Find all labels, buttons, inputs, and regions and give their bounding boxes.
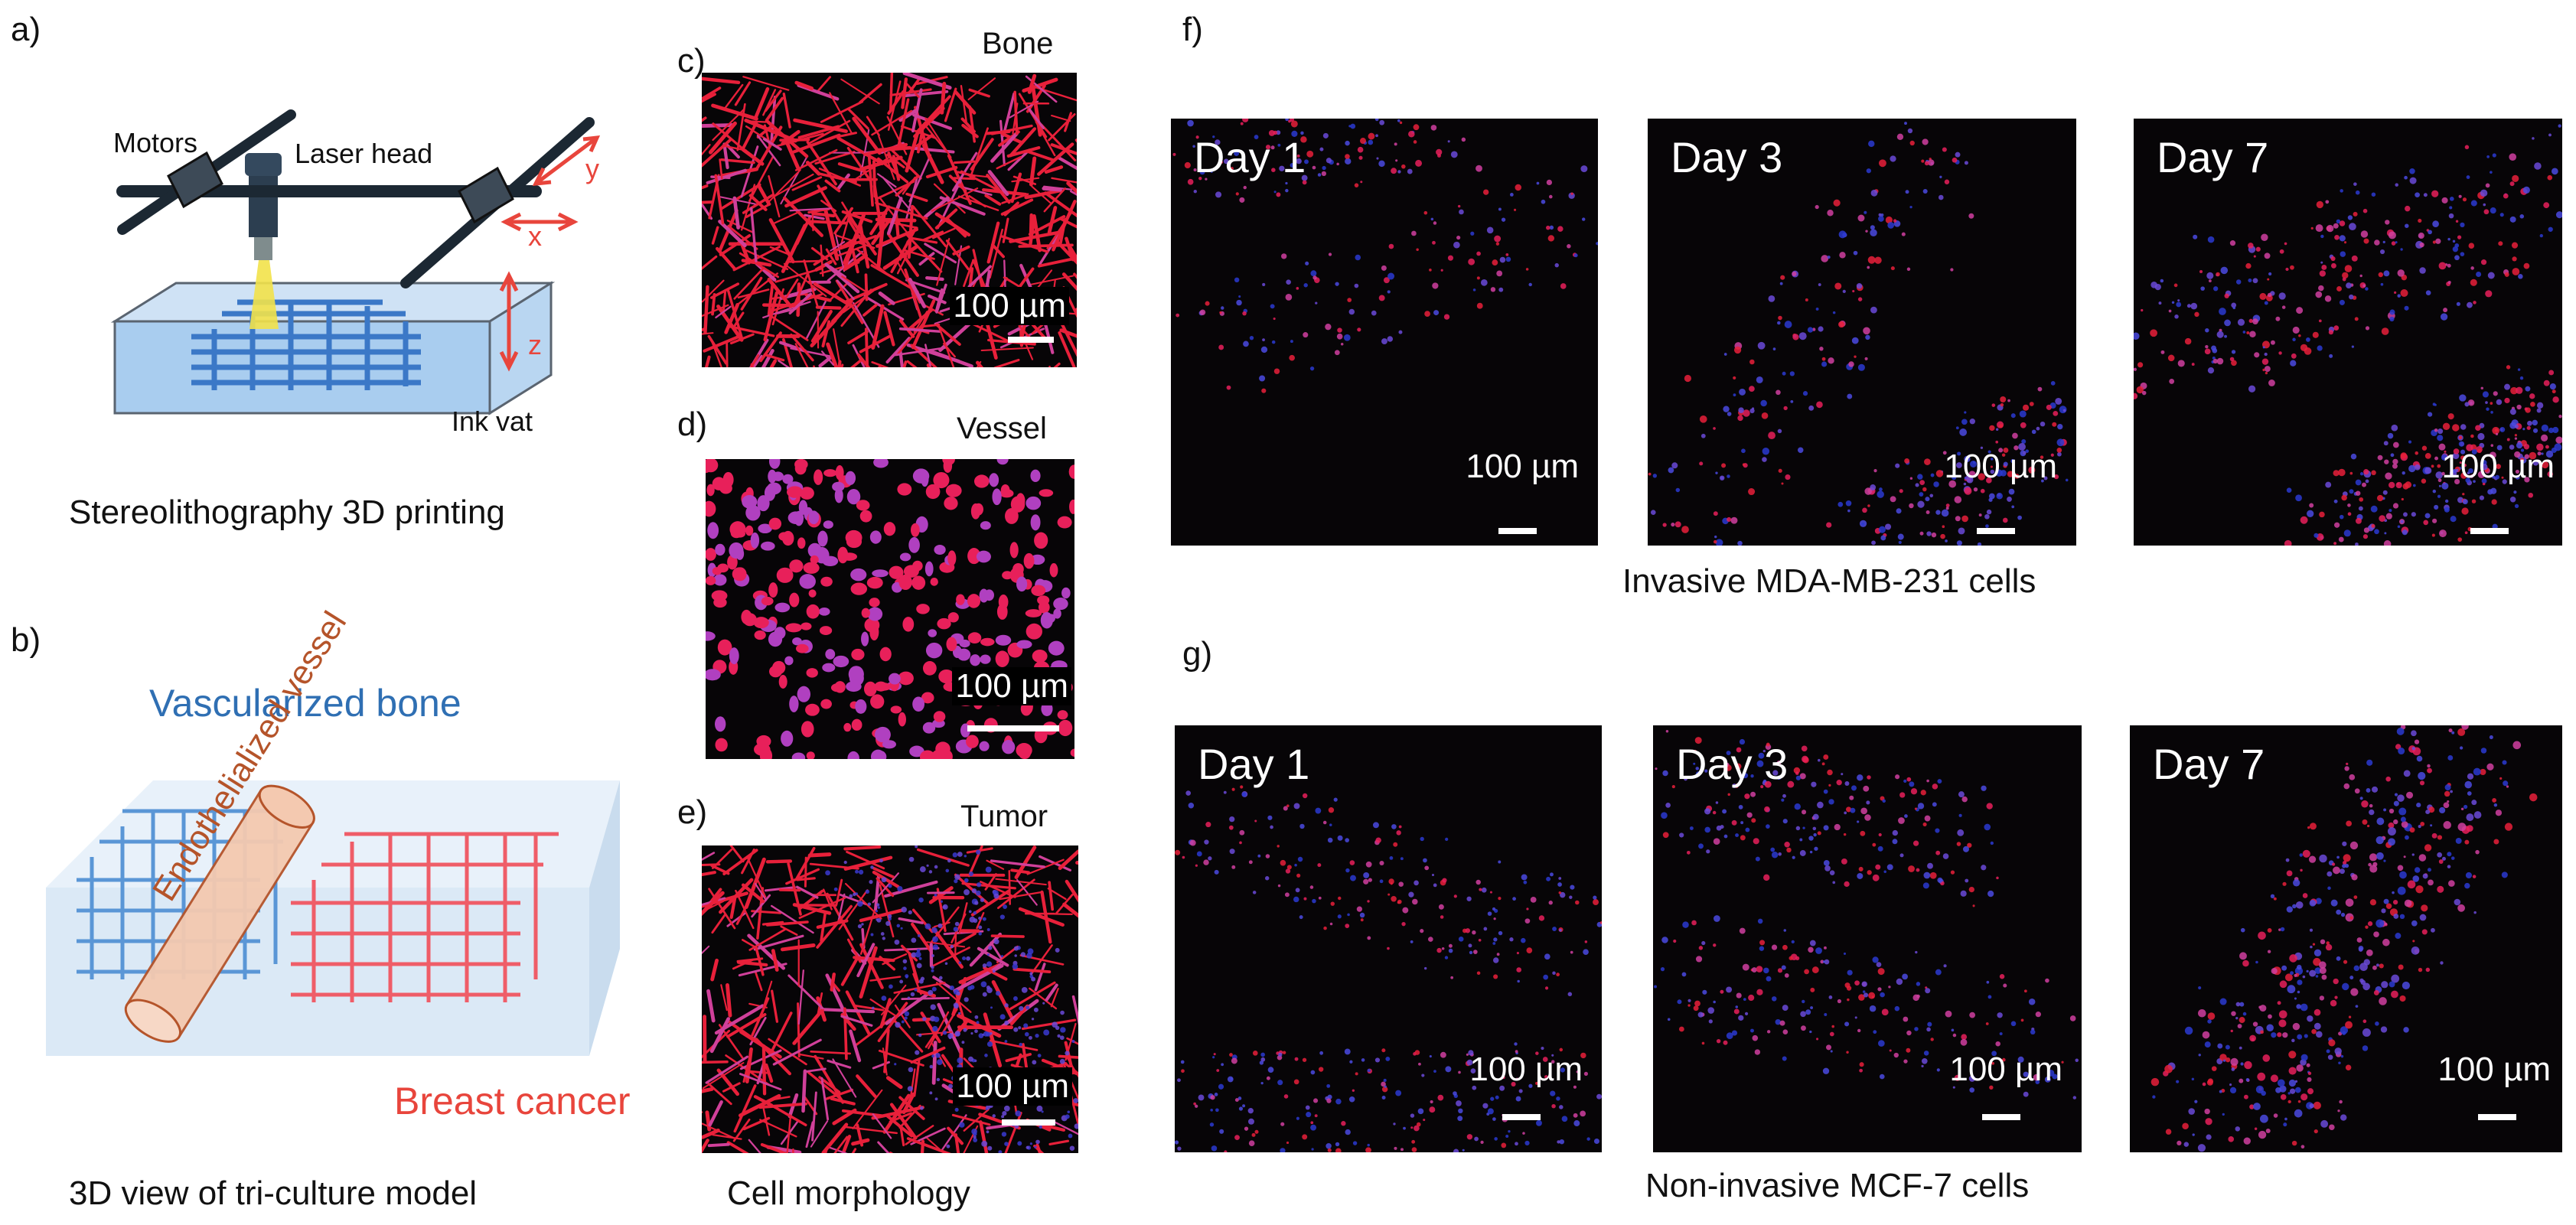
f-day3-scale-label: 100 µm [1944,448,2057,485]
g-day1-label: Day 1 [1198,740,1310,788]
panel-f-caption: Invasive MDA-MB-231 cells [1622,562,2036,600]
tumor-scale-bar [1002,1119,1055,1126]
tumor-micrograph: 100 µm [702,845,1078,1153]
f-day3-scale-bar [1977,528,2015,534]
g-day3-scale-bar [1982,1114,2020,1120]
f-day7-label: Day 7 [2157,133,2269,181]
tumor-scale-label: 100 µm [953,1067,1072,1106]
g-day1-scale-bar [1502,1114,1541,1120]
f-day7-micrograph: Day 7 100 µm [2134,119,2562,546]
tumor-title: Tumor [960,800,1048,833]
g-day1-micrograph: Day 1 100 µm [1175,725,1602,1152]
panel-f-label: f) [1182,11,1203,48]
panel-a-caption: Stereolithography 3D printing [69,494,505,531]
stereolithography-printer-diagram [110,109,601,415]
f-day3-micrograph: Day 3 100 µm [1648,119,2076,546]
panel-g-label: g) [1182,635,1213,673]
f-day1-micrograph: Day 1 100 µm [1171,119,1598,546]
bone-title: Bone [982,27,1054,60]
axis-y-label: y [585,153,599,184]
g-day1-scale-label: 100 µm [1469,1051,1583,1088]
f-day3-label: Day 3 [1671,133,1783,181]
vessel-scale-label: 100 µm [952,667,1071,705]
panel-e-label: e) [677,793,708,831]
bone-scale-label: 100 µm [950,287,1069,325]
panel-b-caption: 3D view of tri-culture model [69,1175,478,1212]
g-day7-scale-bar [2478,1114,2516,1120]
panel-b-label: b) [11,621,41,659]
f-day7-scale-label: 100 µm [2441,448,2555,485]
panel-d-label: d) [677,406,708,443]
axis-x-label: x [528,220,542,252]
tri-culture-model-diagram [46,780,620,1056]
g-day7-scale-label: 100 µm [2437,1051,2551,1088]
panel-g-caption: Non-invasive MCF-7 cells [1645,1167,2030,1204]
cell-morphology-caption: Cell morphology [727,1175,970,1212]
axis-z-label: z [528,329,542,360]
f-day1-scale-bar [1498,528,1537,534]
g-day3-micrograph: Day 3 100 µm [1653,725,2082,1152]
laser-head-label: Laser head [295,138,433,169]
g-day7-micrograph: Day 7 100 µm [2130,725,2562,1152]
vessel-title: Vessel [957,412,1047,445]
motors-label: Motors [113,127,198,158]
ink-vat-label: Ink vat [452,406,533,437]
breast-cancer-label: Breast cancer [394,1080,631,1122]
panel-c-label: c) [677,42,706,80]
vessel-micrograph: 100 µm [706,459,1074,759]
vessel-scale-bar [967,725,1059,731]
f-day1-scale-label: 100 µm [1466,448,1579,485]
f-day1-label: Day 1 [1194,133,1306,181]
bone-micrograph: 100 µm [702,73,1077,367]
g-day3-scale-label: 100 µm [1949,1051,2062,1088]
f-day7-scale-bar [2470,528,2509,534]
vascularized-bone-label: Vascularized bone [149,682,461,725]
bone-scale-bar [1008,337,1054,343]
g-day3-label: Day 3 [1676,740,1789,788]
panel-a-label: a) [11,11,41,48]
g-day7-label: Day 7 [2153,740,2265,788]
